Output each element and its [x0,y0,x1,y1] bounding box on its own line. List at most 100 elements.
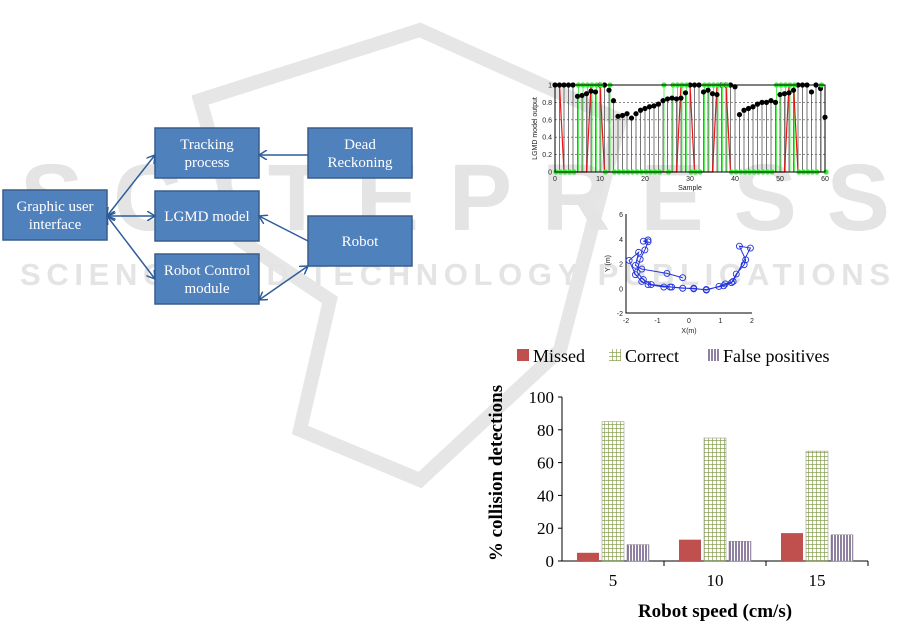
node-box [154,253,260,305]
trajectory-point [633,268,641,276]
x-tick-label: 0 [687,318,691,325]
black-point [808,89,815,95]
black-point [642,105,648,112]
x-tick-label: 0 [553,176,557,183]
black-point [700,89,707,95]
black-point [610,98,617,104]
trajectory-point [742,256,750,264]
x-tick-label: -1 [654,318,660,325]
watermark: SCITEPRESS SCIENCE AND TECHNOLOGY PUBLIC… [20,22,890,489]
trajectory-point [732,270,740,278]
legend-swatch [707,349,719,361]
node-box [307,127,413,179]
bar-missed [679,539,701,561]
black-point [768,98,774,104]
trajectory-point [721,280,729,288]
x-tick-label: 15 [809,571,826,590]
legend-label: Correct [625,346,679,366]
y-axis-label: Y (m) [605,255,612,272]
trajectory-point [644,281,652,288]
black-point [574,93,581,99]
black-point [619,112,626,119]
node-label: Dead [344,137,376,153]
trajectory-point [729,277,737,285]
y-tick-label: 0.8 [542,100,552,107]
node-label: Robot Control [164,263,250,279]
trajectory-point [638,265,646,273]
trajectory-point [740,261,748,269]
trajectory-point [746,244,754,252]
trajectory-point [625,256,633,264]
black-point [669,95,675,101]
axes [625,214,752,314]
node-label: Robot [342,234,380,250]
x-axis-label: X(m) [681,328,696,335]
trajectory-point [690,285,698,293]
y-axis-label: % collision detections [486,385,507,561]
trajectory-point [679,284,687,292]
x-tick-label: 20 [641,176,649,183]
black-point [660,98,666,104]
node-box [307,215,413,267]
black-point [705,87,711,93]
black-point [772,99,779,105]
y-tick-label: 20 [537,519,554,538]
trajectory-point [720,282,728,290]
trajectory-point [668,283,676,291]
node-tracking: Tracking process [154,127,260,179]
black-point [651,103,657,109]
x-tick-label: 30 [686,176,694,183]
bar-correct [703,437,727,562]
trajectory-point [702,286,710,293]
node-label: process [185,155,230,171]
y-tick-label: 0 [619,286,623,293]
node-robotctl: Robot Control module [154,253,260,305]
y-tick-label: 1 [548,83,552,90]
y-tick-label: 0.6 [542,117,552,124]
black-point [781,91,788,97]
node-label: Tracking [180,137,234,153]
bar-correct [601,421,625,562]
y-tick-label: 60 [537,454,554,473]
legend-swatch [609,349,621,361]
node-label: Graphic user [16,199,93,215]
trajectory-point [636,255,644,263]
watermark-subtitle: SCIENCE AND TECHNOLOGY PUBLICATIONS [20,257,890,292]
plot-frame [554,84,826,173]
black-point [763,99,770,105]
x-axis-label: Robot speed (cm/s) [638,601,792,622]
black-point [673,96,680,102]
trajectory-point [641,246,649,254]
legend-label: False positives [723,346,830,366]
black-point [790,87,797,93]
black-point [664,96,671,102]
black-point [750,104,756,110]
trajectory-point [663,269,671,277]
x-tick-label: 10 [596,176,604,183]
trajectory-point [679,274,687,282]
trajectory-point [639,237,647,245]
node-lgmd: LGMD model [154,190,260,242]
black-point [606,87,612,93]
trajectory-point [715,282,723,290]
x-tick-label: 60 [821,176,829,183]
y-tick-label: 6 [619,212,623,219]
trajectory-point [644,236,652,244]
black-point [615,113,621,119]
node-box [154,127,260,179]
x-tick-label: 40 [731,176,739,183]
y-tick-label: 40 [537,486,554,505]
trajectory-point [638,277,646,285]
node-label: module [185,281,230,297]
black-point [655,101,662,107]
bar-missed [577,552,599,561]
arrow [259,216,309,242]
y-tick-label: 0.4 [542,135,552,142]
trajectory-point [635,248,643,256]
node-label: LGMD model [164,209,249,225]
